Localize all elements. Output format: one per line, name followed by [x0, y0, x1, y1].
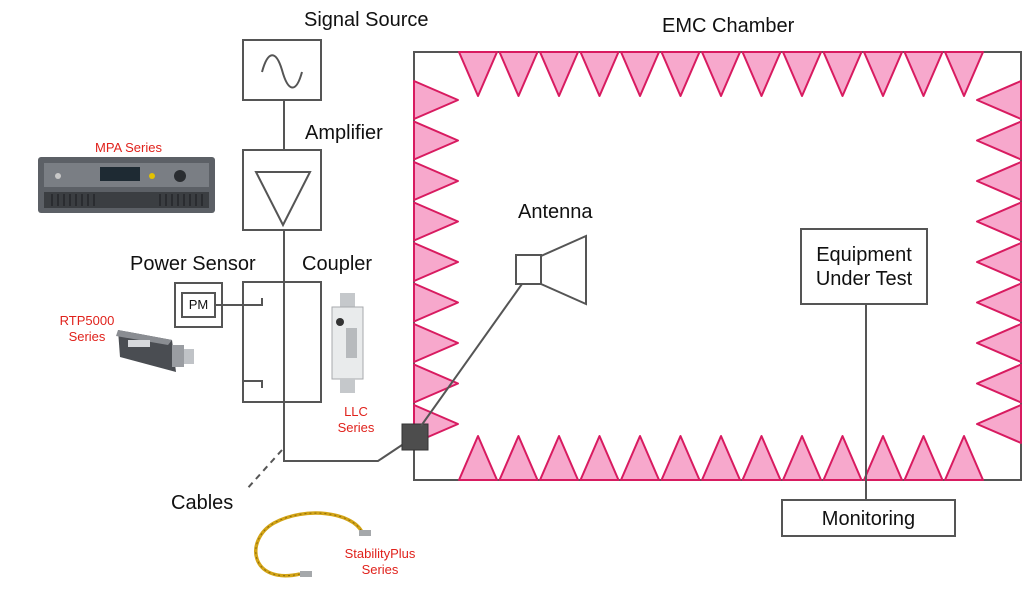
- coupler-block: [242, 281, 322, 403]
- absorber-cone: [539, 435, 579, 481]
- absorber-cone: [498, 51, 539, 97]
- chamber-outline: [413, 51, 1022, 481]
- absorber-cone: [413, 323, 459, 363]
- amplifier-triangle-icon: [254, 171, 312, 228]
- absorber-cone: [863, 51, 903, 97]
- llc-series-label: LLC Series: [333, 404, 379, 435]
- amplifier-block: [242, 149, 322, 231]
- signal-source-label: Signal Source: [304, 9, 429, 31]
- absorber-group: [413, 51, 1022, 481]
- absorber-cone: [782, 435, 822, 481]
- absorber-cone: [660, 435, 701, 481]
- power-sensor-label: Power Sensor: [130, 253, 256, 275]
- absorber-cone: [413, 161, 459, 201]
- monitoring-label: Monitoring: [821, 508, 916, 530]
- absorber-cone: [863, 435, 903, 481]
- stabilityplus-cable-photo: [254, 511, 371, 578]
- absorber-cone: [620, 435, 660, 481]
- absorber-cone: [701, 51, 741, 97]
- absorber-cone: [976, 242, 1022, 282]
- stabilityplus-line2: Series: [361, 561, 399, 577]
- absorber-cone: [620, 51, 660, 97]
- sine-wave-icon: [261, 54, 303, 89]
- absorber-cone: [976, 323, 1022, 363]
- absorber-cone: [413, 242, 459, 282]
- eut-label-line1: Equipment: [816, 244, 912, 266]
- absorber-cone: [903, 435, 944, 481]
- absorber-cone: [822, 51, 863, 97]
- absorber-cone: [413, 363, 459, 404]
- rtp5000-line2: Series: [68, 328, 106, 344]
- absorber-cone: [976, 404, 1022, 444]
- cables-label: Cables: [171, 492, 234, 514]
- rtp5000-sensor-photo: [116, 330, 194, 372]
- power-sensor-block: [174, 282, 223, 328]
- absorber-cone: [579, 51, 620, 97]
- llc-line1: LLC: [344, 404, 368, 419]
- eut-label: Equipment Under Test: [801, 243, 927, 291]
- llc-line2: Series: [337, 419, 375, 435]
- absorber-cone: [458, 51, 498, 97]
- llc-coupler-photo: [331, 293, 364, 393]
- absorber-cone: [660, 51, 701, 97]
- absorber-cone: [782, 51, 822, 97]
- absorber-cone: [944, 51, 984, 97]
- absorber-cone: [413, 80, 459, 120]
- absorber-cone: [976, 120, 1022, 161]
- stabilityplus-line1: StabilityPlus: [344, 546, 416, 561]
- absorber-cone: [701, 435, 741, 481]
- rtp5000-line1: RTP5000: [59, 313, 115, 328]
- eut-box: [800, 228, 928, 305]
- monitoring-box: [781, 499, 956, 537]
- signal-source-block: [242, 39, 322, 101]
- eut-label-line2: Under Test: [815, 268, 913, 290]
- horn-antenna-icon: [515, 234, 587, 306]
- absorber-cone: [413, 201, 459, 242]
- antenna-label: Antenna: [518, 201, 593, 223]
- absorber-cone: [498, 435, 539, 481]
- absorber-cone: [413, 120, 459, 161]
- absorber-cone: [976, 201, 1022, 242]
- pm-label: PM: [188, 297, 209, 312]
- absorber-cone: [413, 282, 459, 323]
- absorber-cone: [741, 435, 782, 481]
- absorber-cone: [976, 282, 1022, 323]
- rtp5000-series-label: RTP5000 Series: [52, 313, 122, 344]
- mpa-amplifier-photo: [38, 157, 215, 213]
- absorber-cone: [976, 80, 1022, 120]
- stabilityplus-series-label: StabilityPlus Series: [330, 546, 430, 577]
- absorber-cone: [976, 161, 1022, 201]
- emc-chamber-label: EMC Chamber: [662, 15, 795, 37]
- absorber-cone: [976, 363, 1022, 404]
- amplifier-label: Amplifier: [305, 122, 383, 144]
- absorber-cone: [539, 51, 579, 97]
- feedthrough-icon: [401, 423, 429, 451]
- coupler-label: Coupler: [302, 253, 373, 275]
- mpa-series-label: MPA Series: [95, 140, 162, 155]
- absorber-cone: [903, 51, 944, 97]
- absorber-cone: [822, 435, 863, 481]
- absorber-cone: [944, 435, 984, 481]
- absorber-cone: [458, 435, 498, 481]
- absorber-cone: [579, 435, 620, 481]
- absorber-cone: [741, 51, 782, 97]
